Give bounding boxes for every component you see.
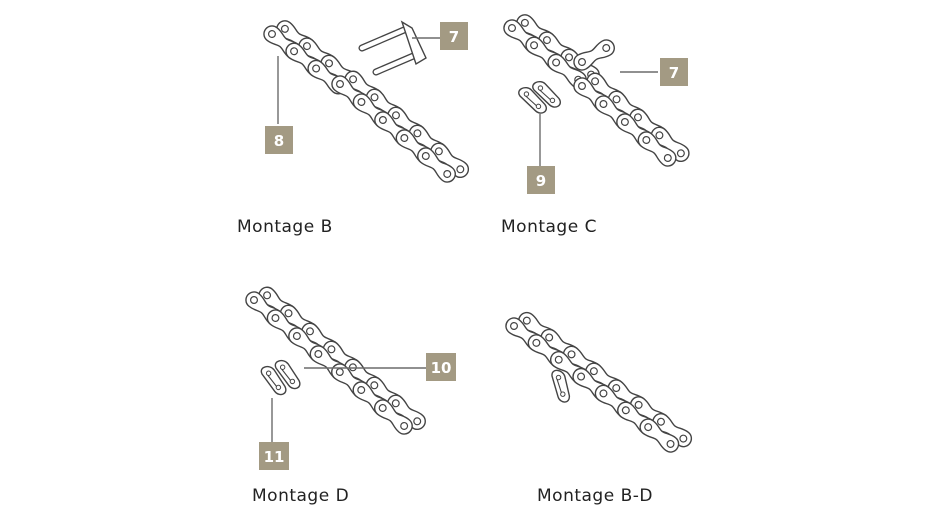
connecting-pins bbox=[362, 22, 426, 72]
callout-label: 10 bbox=[431, 359, 452, 377]
chain-segment-assembled bbox=[503, 305, 695, 459]
chain-segment-long bbox=[329, 64, 472, 190]
callout-7-montage-b: 7 bbox=[440, 22, 468, 50]
callout-11: 11 bbox=[259, 442, 289, 470]
chain-segment-long bbox=[243, 280, 429, 442]
callout-9: 9 bbox=[527, 166, 555, 194]
panel-montage-d-drawing bbox=[243, 280, 429, 442]
caption-montage-d: Montage D bbox=[252, 486, 350, 506]
caption-montage-b-d: Montage B-D bbox=[537, 486, 653, 506]
callout-7-montage-c: 7 bbox=[660, 58, 688, 86]
callout-label: 7 bbox=[669, 64, 679, 82]
callout-label: 9 bbox=[536, 172, 546, 190]
callout-label: 8 bbox=[274, 132, 284, 150]
panel-montage-c-drawing bbox=[501, 7, 692, 173]
panel-montage-b-d-drawing bbox=[503, 305, 695, 459]
callout-10: 10 bbox=[426, 353, 456, 381]
caption-montage-b: Montage B bbox=[237, 217, 333, 237]
panel-montage-b-drawing bbox=[261, 13, 472, 189]
caption-montage-c: Montage C bbox=[501, 217, 597, 237]
callout-label: 11 bbox=[264, 448, 285, 466]
callout-label: 7 bbox=[449, 28, 459, 46]
callout-8: 8 bbox=[265, 126, 293, 154]
